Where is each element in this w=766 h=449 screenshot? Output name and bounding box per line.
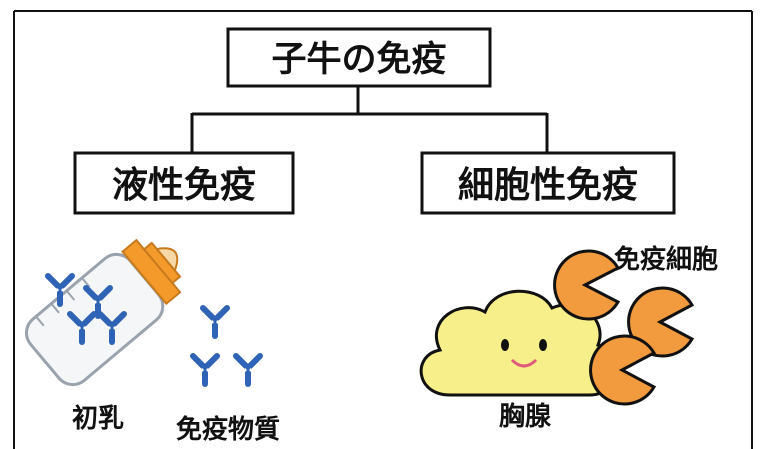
colostrum-label: 初乳	[72, 404, 124, 434]
immune-cell-icon	[589, 334, 657, 406]
cellular-title: 細胞性免疫	[458, 165, 638, 206]
cellular-box	[420, 151, 676, 215]
milk-bottle-icon	[24, 238, 182, 387]
antibody-icon	[236, 356, 260, 384]
immune-cell-icon	[553, 249, 621, 321]
antibody-icon	[203, 308, 227, 336]
immune-cell-label: 免疫細胞	[614, 244, 718, 275]
immune-substance-label: 免疫物質	[176, 414, 280, 445]
immune-cell-icon	[627, 286, 695, 358]
root-title: 子牛の免疫	[271, 40, 446, 80]
antibody-icon	[193, 356, 217, 384]
humoral-box	[73, 151, 295, 215]
humoral-title: 液性免疫	[112, 165, 256, 206]
thymus-label: 胸腺	[499, 402, 552, 432]
root-box	[226, 27, 492, 88]
